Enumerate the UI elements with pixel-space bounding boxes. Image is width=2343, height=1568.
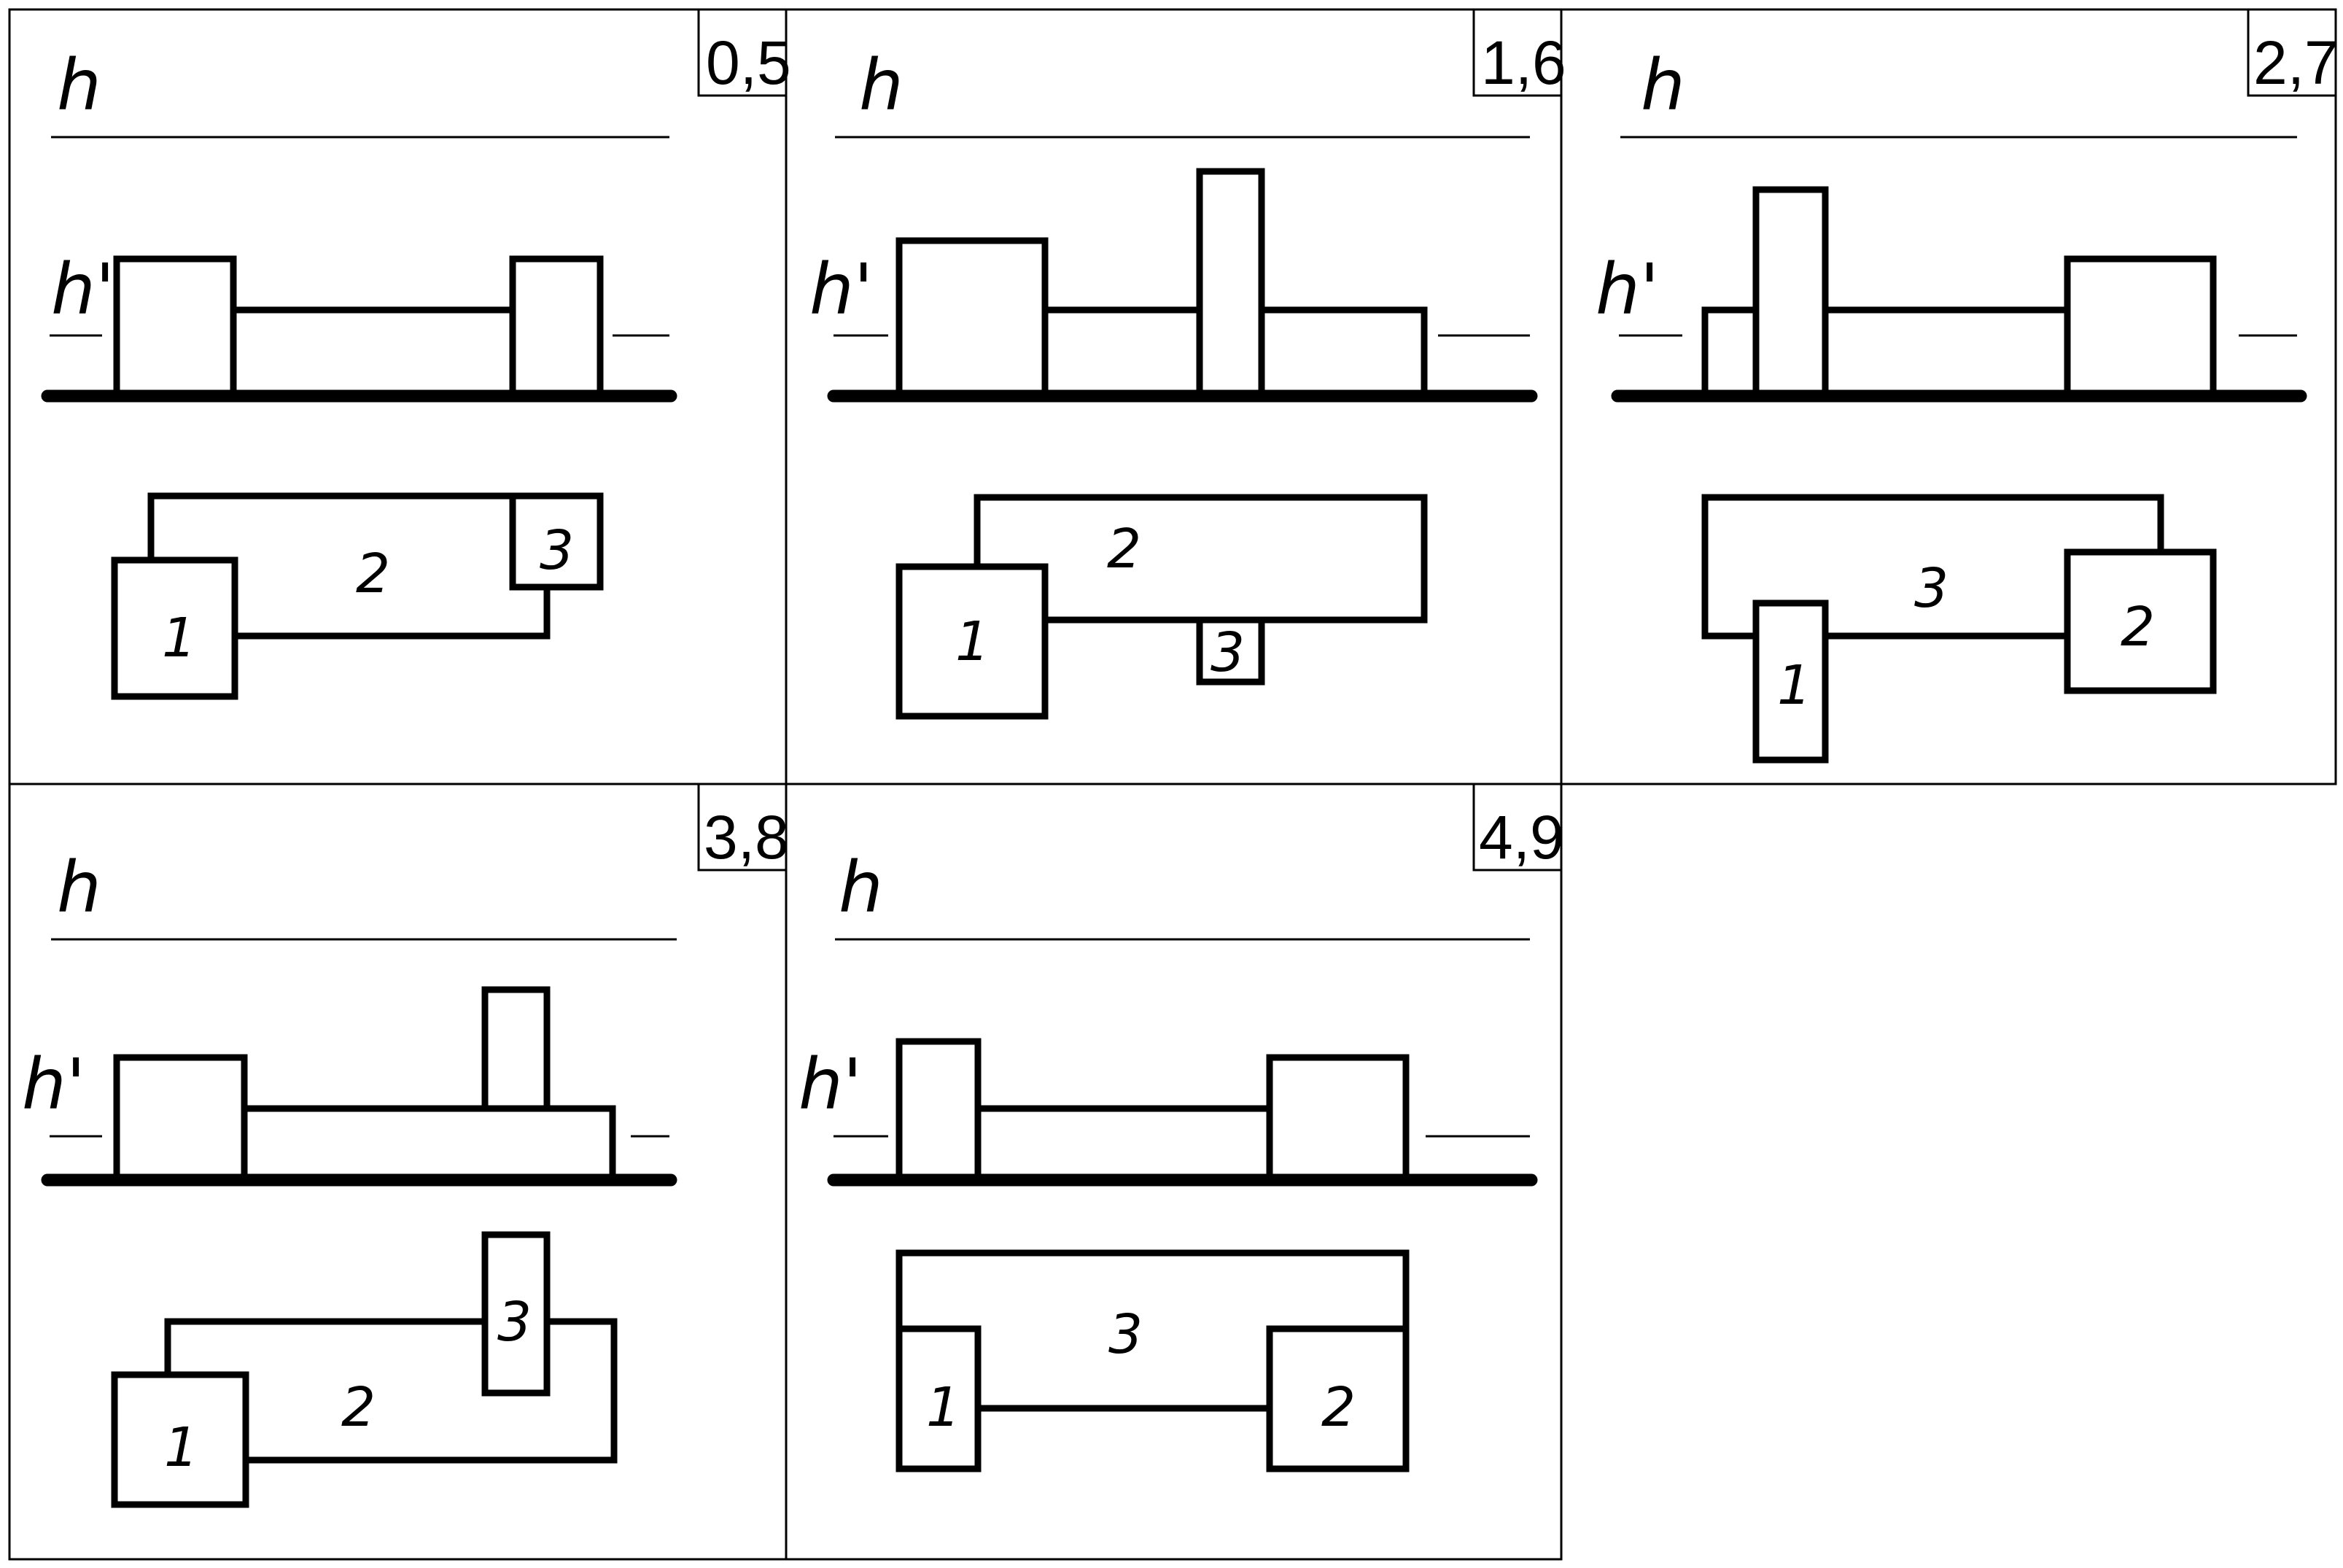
variant-value-box [1472,783,1563,872]
panel-frame [785,783,1563,1561]
plan-block-3 [481,1231,551,1397]
elevation-block-3 [481,986,551,1112]
plan-label-3: 3 [497,1291,532,1354]
plan-label-3: 3 [1914,557,1948,620]
elevation-block-1 [895,237,1049,397]
h-label: h [57,847,101,928]
plan-block-1 [895,563,1049,720]
h-prime-label: h' [799,1044,862,1125]
plan-label-1: 1 [926,1376,960,1439]
variant-panel-4: 3,8 h h' 1 2 3 [8,783,789,1561]
plan-label-1: 1 [955,610,990,673]
plan-block-2 [2064,548,2217,694]
h-label: h [57,44,101,126]
plan-block-1 [895,1325,982,1472]
variant-value: 0,5 [706,28,791,97]
plan-label-2: 2 [1107,518,1141,581]
plan-label-1: 1 [164,1416,198,1479]
elevation-block-3 [509,255,604,397]
plan-label-3: 3 [1108,1303,1143,1366]
elevation-block-3 [974,1105,1273,1185]
h-prime-label: h' [809,249,873,330]
variant-panel-1: 0,5 h h' 1 2 3 [8,8,791,785]
plan-label-2: 2 [356,543,390,605]
elevation-block-3 [1196,168,1265,397]
h-label: h [1641,44,1685,126]
plan-block-1 [111,1371,249,1508]
h-label: h [839,847,883,928]
variant-value-box [2247,8,2337,97]
h-prime-label: h' [51,249,114,330]
plan-block-2 [1266,1325,1410,1472]
variant-panel-5: 4,9 h h' 1 2 3 [785,783,1564,1561]
plan-block-3 [1196,616,1265,686]
variant-value: 1,6 [1481,28,1566,97]
elevation-block-2 [2064,255,2217,397]
plan-block-3 [509,492,604,591]
plan-label-3: 3 [1211,621,1245,684]
plan-block-1 [1752,599,1829,764]
variant-panel-3: 2,7 h h' 1 2 3 [1560,8,2339,785]
plan-label-2: 2 [1321,1376,1356,1439]
plan-label-1: 1 [1777,654,1811,717]
plan-label-3: 3 [540,519,574,582]
elevation-block-2 [1266,1054,1410,1185]
variant-panel-2: 1,6 h h' 1 2 3 [785,8,1566,785]
elevation-block-1 [895,1038,982,1185]
elevation-block-1 [113,255,237,397]
plan-label-1: 1 [162,607,196,669]
panel-frame [1560,8,2337,785]
elevation-block-2 [241,1105,616,1185]
variant-value: 3,8 [704,803,789,872]
elevation-block-4 [1752,186,1829,397]
variant-value: 4,9 [1479,803,1564,872]
variant-value: 2,7 [2253,28,2339,97]
h-label: h [859,44,904,126]
h-prime-label: h' [1596,249,1659,330]
plan-label-2: 2 [2121,596,2155,659]
h-prime-label: h' [22,1044,85,1125]
plan-block-1 [111,556,238,700]
elevation-block-1 [113,1054,248,1185]
plan-label-2: 2 [341,1376,376,1439]
elevation-block-2 [230,306,551,397]
